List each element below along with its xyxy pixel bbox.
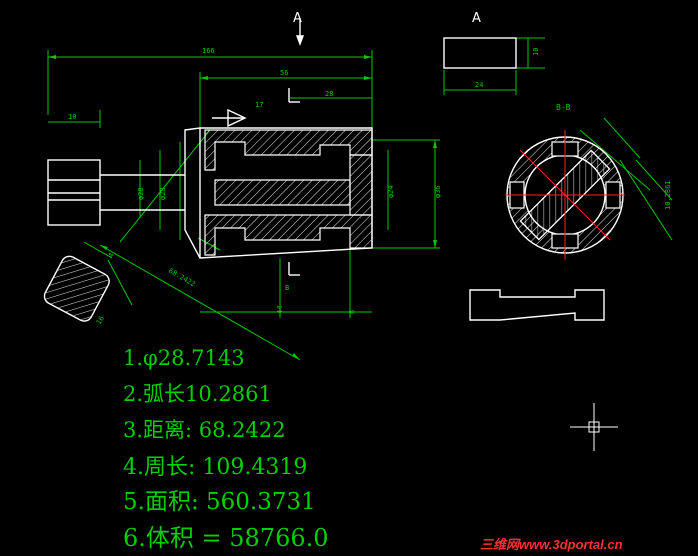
dim-17: 17 [255,101,263,109]
watermark: 三维网www.3dportal.cn [480,537,623,552]
view-label-bb: B-B [556,103,571,112]
bb-section [505,130,625,260]
dim-square-16: 16 [95,315,106,326]
dim-phi36: φ36 [434,185,442,198]
dim-len-8: 8 [348,310,356,314]
dim-phi28: φ28 [137,187,145,200]
crosshair-cursor[interactable] [570,403,618,451]
dim-overall: 166 [202,47,215,55]
rotated-square-section [43,255,110,322]
result-5: 5.面积: 560.3731 [123,489,316,515]
dim-left-10: 10 [68,113,76,121]
dim-small-10: 10 [532,48,540,56]
dim-len-44: 44 [276,306,284,314]
result-3: 3.距离: 68.2422 [123,418,286,442]
result-2: 2.弧长10.2861 [123,382,272,406]
section-label-b: B [285,284,289,292]
profile-part [469,289,605,321]
dim-phi28b: φ28 [159,187,167,200]
result-4: 4.周长: 109.4319 [123,455,307,480]
result-6: 6.体积 = 58766.0 [123,524,329,552]
section-hatch [204,129,373,256]
dim-small-24: 24 [475,81,483,89]
view-a-rect [443,37,517,69]
dim-28-top: 28 [325,90,333,98]
dim-phi24: φ24 [387,185,395,198]
dim-mid: 56 [280,69,288,77]
dim-square-4: 4 [107,251,116,259]
view-label-a-top: A [293,11,302,26]
measurement-results: 1.φ28.7143 2.弧长10.2861 3.距离: 68.2422 4.周… [123,346,329,552]
watermark-backdrop [478,534,696,554]
result-1: 1.φ28.7143 [123,346,245,370]
view-label-a-right: A [472,11,481,26]
dim-diag-68: 68.2422 [167,267,197,289]
dimension-lines [47,37,673,361]
section-markers [212,18,305,276]
dim-bb-10: 10.2861 [664,180,672,210]
dimension-arrows [48,55,437,360]
